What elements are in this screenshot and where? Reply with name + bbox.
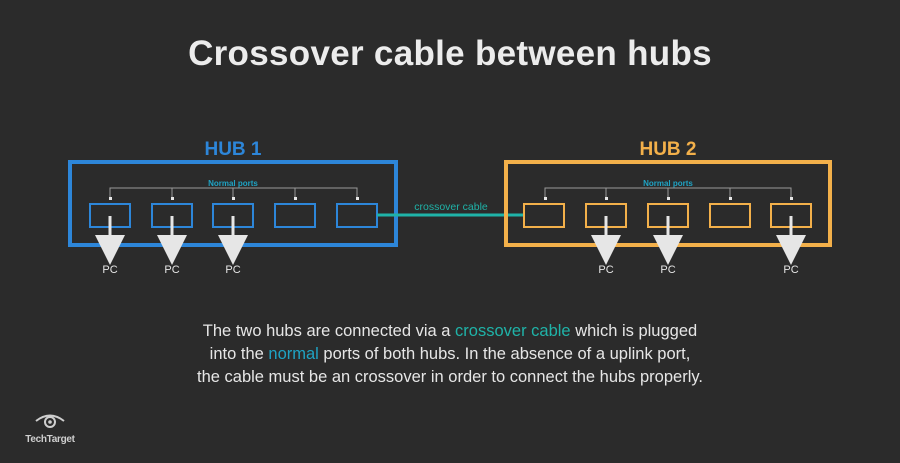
caption-text: ports of both hubs. In the absence of a …: [318, 345, 691, 363]
crossover-cable: crossover cable: [377, 201, 525, 217]
page-title: Crossover cable between hubs: [188, 34, 712, 73]
hub-2-pc-arrows: [591, 216, 806, 265]
hub-2: HUB 2 Normal ports PC PC PC: [504, 139, 832, 276]
pc-label: PC: [660, 264, 675, 276]
caption-line-1: The two hubs are connected via a crossov…: [0, 320, 900, 343]
hub-1: HUB 1 Normal ports PC PC PC: [68, 139, 398, 276]
caption: The two hubs are connected via a crossov…: [0, 320, 900, 389]
caption-text: The two hubs are connected via a: [202, 322, 456, 340]
caption-line-3: the cable must be an crossover in order …: [197, 368, 703, 386]
hub-2-port-4: [709, 203, 751, 228]
caption-highlight-crossover: crossover cable: [455, 322, 571, 340]
techtarget-logo: TechTarget: [22, 412, 78, 445]
eye-icon: [35, 414, 65, 428]
pc-label: PC: [102, 264, 117, 276]
caption-line-2: into the normal ports of both hubs. In t…: [0, 343, 900, 366]
hub-2-ports-label: Normal ports: [643, 179, 693, 188]
hub-1-pc-arrows: [95, 216, 248, 265]
pc-label: PC: [598, 264, 613, 276]
hub-1-label: HUB 1: [204, 139, 261, 160]
caption-text: which is plugged: [570, 322, 698, 340]
pc-label: PC: [783, 264, 798, 276]
caption-highlight-normal: normal: [268, 345, 319, 363]
hub-2-port-1: [523, 203, 565, 228]
pc-label: PC: [225, 264, 240, 276]
hub-1-port-4: [274, 203, 316, 228]
caption-text: into the: [209, 345, 269, 363]
hub-1-port-5: [336, 203, 378, 228]
hub-1-ports-label: Normal ports: [208, 179, 258, 188]
crossover-cable-label: crossover cable: [414, 201, 488, 213]
hub-2-label: HUB 2: [639, 139, 696, 160]
logo-text: TechTarget: [25, 434, 75, 445]
pc-label: PC: [164, 264, 179, 276]
